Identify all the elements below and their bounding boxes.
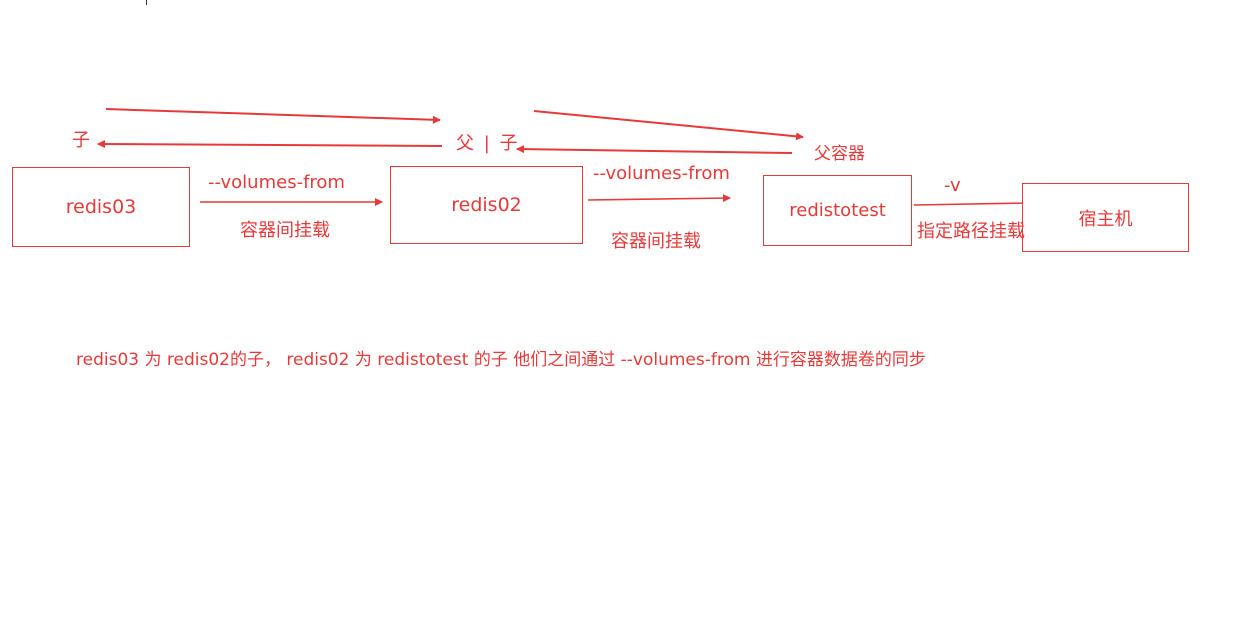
arrow-top-left-1 — [97, 140, 443, 149]
edge-bottom-label: 容器间挂载 — [240, 220, 330, 241]
edge-top-label: -v — [944, 175, 961, 196]
parent-child-label: 父 | 子 — [456, 133, 518, 154]
arrow-top-right-1 — [105, 108, 441, 124]
node-redis02: redis02 — [390, 166, 583, 244]
edge-arrow-redistotest-host — [913, 199, 1031, 208]
caption-text: redis03 为 redis02的子， redis02 为 redistote… — [76, 350, 926, 370]
text-cursor — [146, 0, 147, 5]
edge-top-label: --volumes-from — [593, 163, 730, 184]
parent-container-label: 父容器 — [814, 144, 865, 164]
node-redis03: redis03 — [12, 167, 190, 247]
edge-arrow-redis02-redistotest — [587, 194, 731, 203]
node-redistotest: redistotest — [763, 175, 912, 246]
edge-top-label: --volumes-from — [208, 172, 345, 193]
node-label: redis03 — [65, 196, 137, 218]
node-label: redistotest — [789, 200, 886, 221]
node-label: 宿主机 — [1078, 208, 1133, 230]
node-label: redis02 — [451, 194, 522, 216]
child-label: 子 — [72, 130, 90, 151]
edge-bottom-label: 指定路径挂载 — [917, 221, 1025, 242]
arrow-top-left-2 — [516, 145, 793, 154]
node-host: 宿主机 — [1022, 183, 1189, 252]
arrow-top-right-2 — [533, 110, 804, 141]
edge-bottom-label: 容器间挂载 — [611, 231, 701, 252]
